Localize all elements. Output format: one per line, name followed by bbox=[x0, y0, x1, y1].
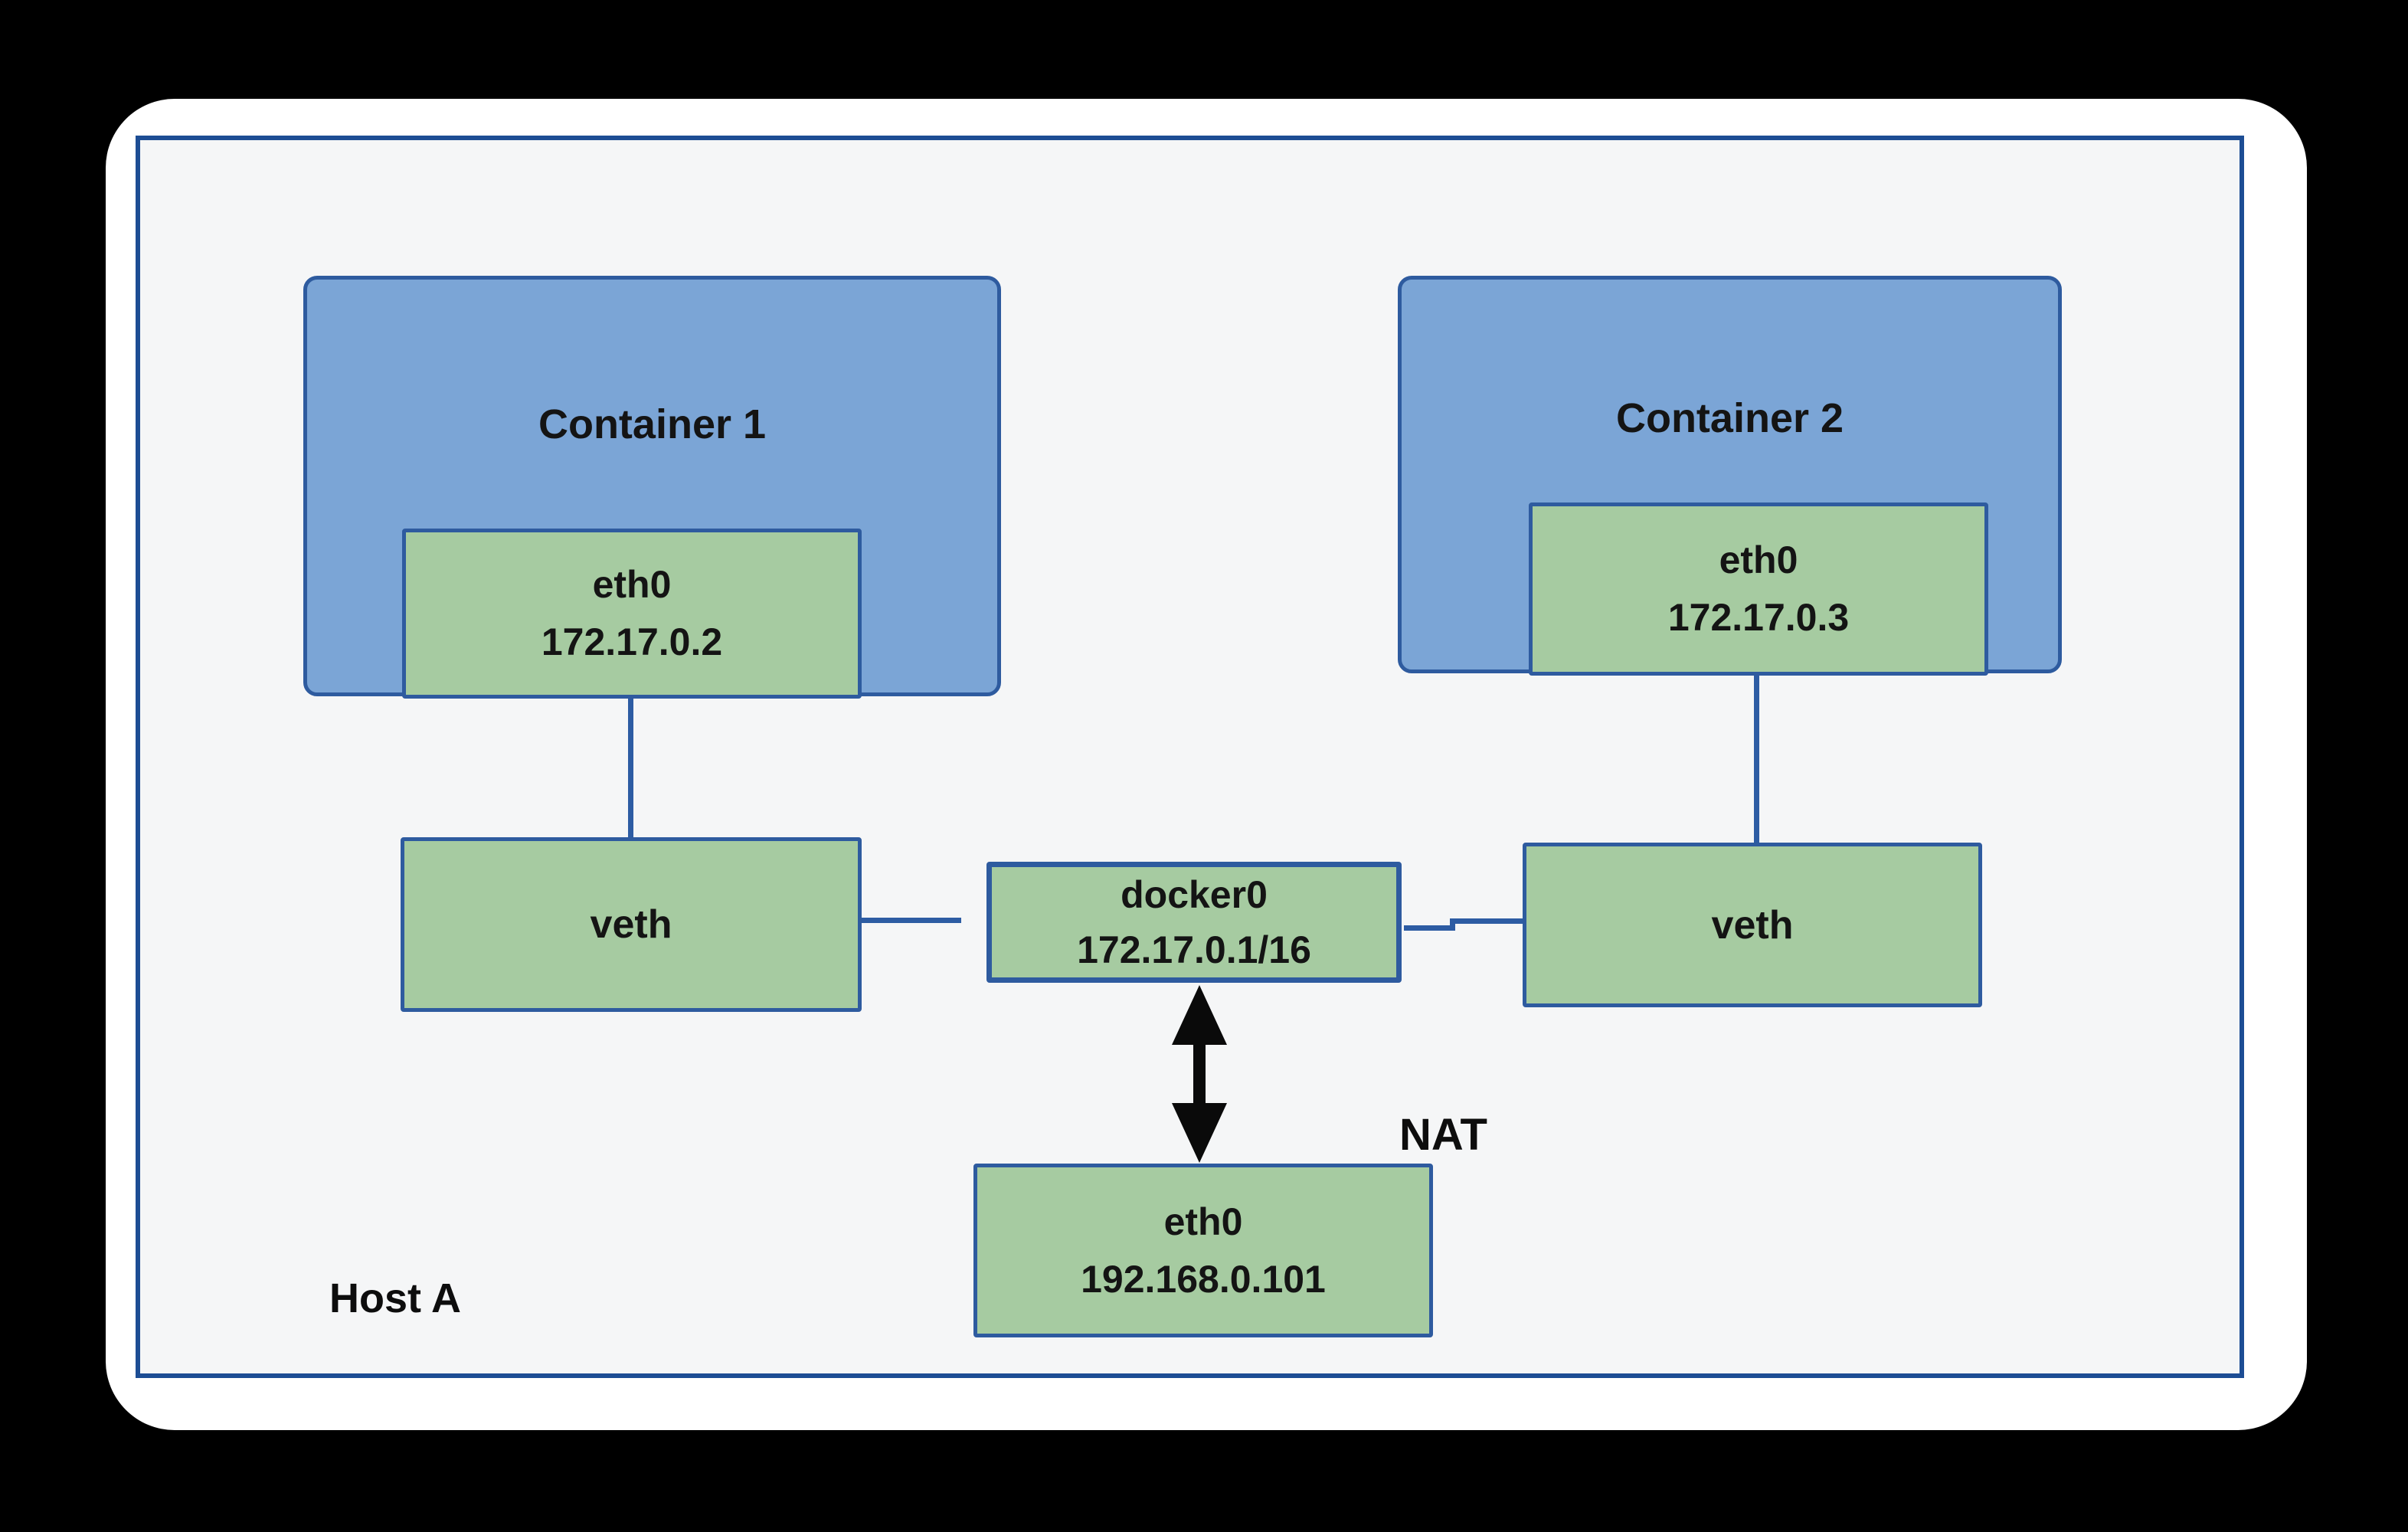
container1-box: Container 1 eth0 172.17.0.2 bbox=[303, 276, 1001, 699]
nat-label: NAT bbox=[1399, 1110, 1487, 1160]
docker0-bridge-box: docker0 172.17.0.1/16 bbox=[986, 862, 1402, 983]
veth-left-label: veth bbox=[590, 902, 672, 947]
container2-eth0-ip: 172.17.0.3 bbox=[1667, 596, 1850, 639]
connector-docker0-to-veth-right-segment bbox=[1404, 925, 1454, 931]
nat-double-arrow-icon bbox=[1172, 985, 1227, 1163]
container2-box: Container 2 eth0 172.17.0.3 bbox=[1398, 276, 2062, 676]
veth-right-box: veth bbox=[1523, 843, 1982, 1007]
connector-docker0-to-veth-right-jog bbox=[1450, 918, 1455, 931]
container1-eth0-name: eth0 bbox=[592, 563, 672, 606]
connector-docker0-to-veth-right-segment2 bbox=[1450, 918, 1523, 924]
container1-title: Container 1 bbox=[538, 401, 767, 447]
host-eth0-name: eth0 bbox=[1163, 1200, 1243, 1243]
container2-eth0-name: eth0 bbox=[1719, 538, 1798, 581]
docker0-name: docker0 bbox=[1121, 873, 1268, 916]
veth-left-box: veth bbox=[401, 837, 862, 1012]
connector-container1-eth0-to-veth bbox=[628, 692, 633, 842]
container1-eth0-ip: 172.17.0.2 bbox=[541, 620, 723, 663]
container2-title: Container 2 bbox=[1615, 395, 1844, 441]
container2-eth0-box: eth0 172.17.0.3 bbox=[1529, 502, 1988, 676]
host-label: Host A bbox=[329, 1275, 461, 1321]
container1-eth0-box: eth0 172.17.0.2 bbox=[402, 529, 862, 699]
docker0-cidr: 172.17.0.1/16 bbox=[1077, 928, 1311, 971]
host-eth0-ip: 192.168.0.101 bbox=[1081, 1257, 1326, 1301]
connector-container2-eth0-to-veth bbox=[1754, 670, 1759, 846]
connector-veth-left-to-docker0 bbox=[854, 918, 961, 923]
host-eth0-box: eth0 192.168.0.101 bbox=[973, 1164, 1433, 1337]
veth-right-label: veth bbox=[1711, 902, 1794, 948]
